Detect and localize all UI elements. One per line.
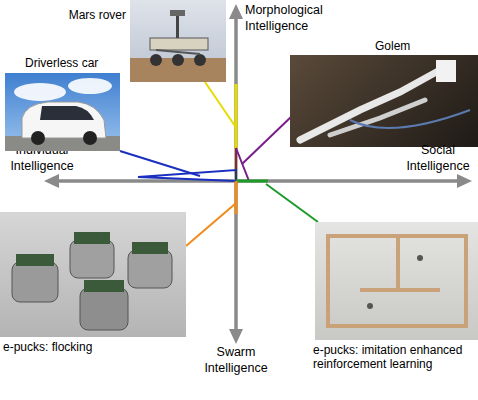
car-body: [22, 102, 106, 138]
horizontal-axis: [56, 179, 460, 183]
rover-wheel: [194, 54, 206, 66]
car-wheel: [31, 131, 45, 145]
robot-board: [132, 242, 168, 254]
arena-wall: [396, 236, 400, 290]
photo-panel: e-pucks: flocking: [0, 212, 186, 337]
robot-body: [128, 250, 172, 288]
robot-body: [80, 288, 128, 330]
imitation-illustration: [328, 236, 466, 326]
arrow-head: [44, 174, 59, 188]
e-puck-robot: [80, 280, 128, 330]
robot-board: [74, 232, 110, 244]
robot-body: [12, 262, 58, 302]
leader-line: [266, 184, 318, 222]
road: [5, 136, 120, 151]
robot: [367, 303, 373, 309]
photo-panel: e-pucks: imitation enhanced reinforcemen…: [315, 222, 478, 340]
car-window: [40, 106, 94, 120]
robot-leg: [330, 100, 425, 135]
rover-deck: [150, 38, 208, 50]
arrow-head: [229, 329, 243, 344]
profile-line: [236, 180, 268, 183]
golem-illustration: [300, 60, 470, 140]
rover-wheel: [150, 54, 162, 66]
robot-arm: [300, 70, 440, 140]
robot-board: [84, 280, 124, 292]
robot-body: [70, 240, 114, 278]
arrow-head: [457, 174, 472, 188]
leader-line: [186, 204, 235, 246]
axis-label: Morphological Intelligence: [245, 2, 337, 34]
e-puck-robot: [12, 254, 58, 302]
e-puck-robot: [128, 242, 172, 288]
arrow-head: [229, 4, 243, 19]
leader-line: [120, 151, 200, 176]
rover-illustration: [130, 10, 226, 82]
photo-caption: Mars rover: [54, 8, 126, 22]
rover-camera: [170, 10, 185, 16]
photo-caption: e-pucks: flocking: [3, 340, 173, 354]
photo-panel: Driverless car: [5, 73, 120, 151]
e-puck-robot: [70, 232, 114, 278]
photo-caption: e-pucks: imitation enhanced reinforcemen…: [313, 343, 478, 371]
rover-rocker: [156, 50, 200, 54]
arena-wall: [360, 288, 440, 292]
photo-panel: Mars rover: [130, 0, 226, 82]
car-illustration: [5, 78, 120, 151]
cloud: [14, 83, 66, 101]
robot-head: [436, 60, 456, 82]
profile-line: [235, 181, 238, 214]
leader-line: [205, 82, 235, 126]
axis-label: Social Intelligence: [398, 142, 478, 174]
arena-wall: [328, 236, 466, 326]
axis-label: Individual Intelligence: [2, 142, 82, 174]
photo-panel: Golem: [290, 55, 478, 147]
car-wheel: [83, 131, 97, 145]
photo-caption: Driverless car: [25, 56, 125, 70]
photo-caption: Golem: [375, 39, 435, 53]
robot: [417, 255, 423, 261]
cable: [350, 110, 470, 128]
robot-board: [16, 254, 54, 266]
ground: [130, 58, 226, 82]
axis-label: Swarm Intelligence: [194, 344, 278, 376]
flocking-illustration: [12, 232, 172, 330]
rover-wheel: [172, 54, 184, 66]
rover-mast: [176, 14, 179, 38]
cloud: [68, 78, 112, 94]
leader-line: [242, 116, 292, 164]
